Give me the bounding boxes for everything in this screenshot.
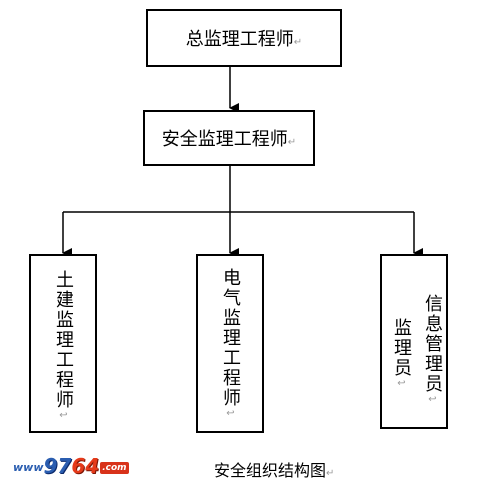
diagram-caption: 安全组织结构图↵	[214, 457, 334, 481]
watermark-suffix: .com	[100, 462, 129, 474]
civil-engineer-label: 土建监理工程师	[53, 270, 74, 410]
paragraph-mark: ↩	[427, 394, 438, 407]
supervisor-label: 监理员	[391, 318, 412, 378]
paragraph-mark: ↩	[225, 408, 236, 421]
safety-engineer-label: 安全监理工程师	[161, 129, 288, 150]
info-manager-label: 信息管理员	[422, 294, 443, 394]
paragraph-mark: ↵	[326, 468, 335, 479]
paragraph-mark: ↵	[287, 137, 297, 148]
paragraph-mark: ↩	[396, 378, 407, 391]
electrical-engineer-label: 电气监理工程师	[220, 268, 241, 408]
civil-engineer-box: 土建监理工程师↩	[29, 254, 97, 433]
electrical-engineer-box: 电气监理工程师↩	[196, 254, 264, 433]
paragraph-mark: ↩	[58, 410, 69, 423]
watermark-number-a: 97	[43, 454, 72, 478]
watermark-prefix: www	[13, 461, 44, 474]
site-watermark-logo: www9764.com	[13, 454, 129, 478]
caption-text: 安全组织结构图	[214, 461, 327, 480]
chief-engineer-label: 总监理工程师	[185, 29, 294, 50]
chief-engineer-box: 总监理工程师↵	[146, 9, 342, 67]
paragraph-mark: ↵	[293, 37, 303, 48]
info-staff-box: 信息管理员↩ 监理员↩	[380, 254, 448, 429]
safety-engineer-box: 安全监理工程师↵	[143, 110, 315, 166]
watermark-number-b: 64	[71, 454, 100, 478]
